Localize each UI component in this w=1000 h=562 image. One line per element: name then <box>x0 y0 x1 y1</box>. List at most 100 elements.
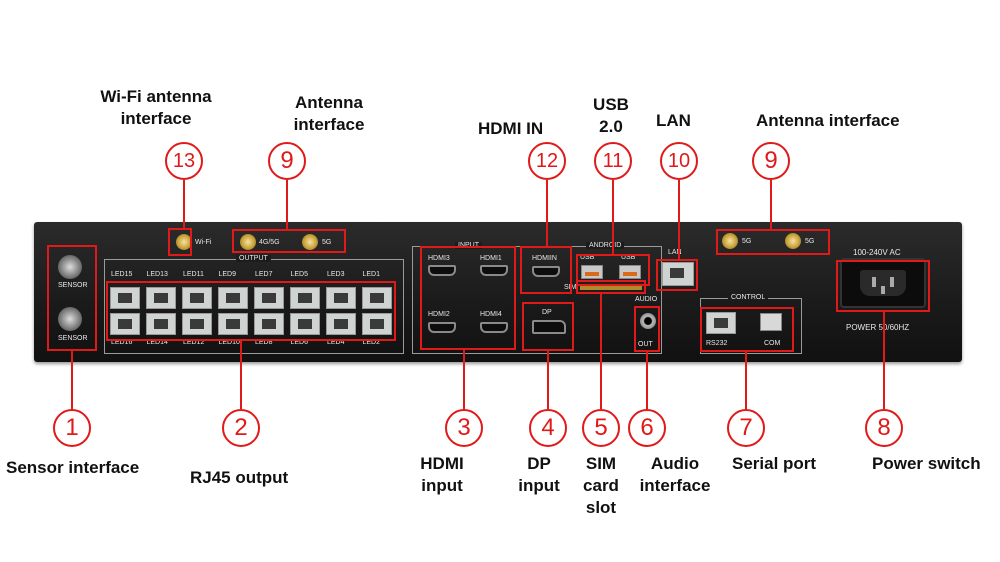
rj45-port-led14[interactable] <box>145 313 176 335</box>
antenna-5g-connector-right-b[interactable] <box>785 233 801 249</box>
leader-line-7 <box>745 352 747 409</box>
led-label-led7: LED7 <box>255 271 273 278</box>
sensor-port-1[interactable] <box>58 255 82 279</box>
callout-circle-3: 3 <box>445 409 483 447</box>
callout-circle-6: 6 <box>628 409 666 447</box>
rs232-port[interactable] <box>706 312 736 334</box>
rj45-port-led5[interactable] <box>289 287 320 309</box>
callout-circle-11: 11 <box>594 142 632 180</box>
rj45-port-led9[interactable] <box>217 287 248 309</box>
callout-label-2: RJ45 output <box>190 468 289 487</box>
rj45-port-led6[interactable] <box>289 313 320 335</box>
wifi-antenna-connector[interactable] <box>176 234 192 250</box>
callout-label-6: Audio interface <box>639 454 711 495</box>
led-label-led15: LED15 <box>111 271 133 278</box>
lan-port[interactable] <box>662 262 694 286</box>
antenna-left-highlight-box <box>232 229 346 253</box>
callout-circle-5: 5 <box>582 409 620 447</box>
output-label: OUTPUT <box>236 255 271 262</box>
dp-highlight-box <box>522 302 574 351</box>
led-label-led14: LED14 <box>146 339 168 346</box>
rj45-port-led15[interactable] <box>110 287 140 309</box>
hdmi3-port[interactable] <box>428 265 456 276</box>
audio-label: AUDIO <box>632 296 661 303</box>
rj45-port-led1[interactable] <box>361 287 392 309</box>
hdmi2-port[interactable] <box>428 322 456 333</box>
callout-label-1: Sensor interface <box>6 458 140 477</box>
com-usb-b-port[interactable] <box>760 313 782 331</box>
rj45-port-led7[interactable] <box>254 287 284 309</box>
leader-line-10 <box>678 180 680 259</box>
hdmiin-label: HDMIIN <box>532 255 557 262</box>
sensor-label-1: SENSOR <box>58 282 88 289</box>
callout-label-10: LAN <box>656 111 691 130</box>
usb-port-2[interactable] <box>619 265 641 279</box>
led-label-led2: LED2 <box>362 339 381 346</box>
rs232-label: RS232 <box>706 340 728 347</box>
audio-out-jack[interactable] <box>640 313 656 329</box>
callout-circle-4: 4 <box>529 409 567 447</box>
callout-circle-9-right: 9 <box>752 142 790 180</box>
usb-highlight-box <box>576 254 650 286</box>
rj45-port-led10[interactable] <box>217 313 248 335</box>
hdmiin-port[interactable] <box>532 266 560 277</box>
hdmi-input-highlight-box <box>420 246 516 350</box>
sim-card-slot[interactable] <box>580 286 642 290</box>
control-highlight-box <box>700 307 794 352</box>
antenna-5g-connector-left[interactable] <box>302 234 318 250</box>
leader-line-9-left <box>286 180 288 229</box>
leader-line-5 <box>600 294 602 409</box>
android-label: ANDROID <box>586 242 625 249</box>
lan-highlight-box <box>656 259 698 291</box>
antenna-4g5g-connector[interactable] <box>240 234 256 250</box>
antenna-5g-label-left: 5G <box>322 239 332 246</box>
led-label-led3: LED3 <box>327 271 345 278</box>
leader-line-13 <box>183 180 185 228</box>
usb-label-1: USB <box>580 254 595 261</box>
rj45-port-led16[interactable] <box>110 313 140 335</box>
hdmi4-port[interactable] <box>480 322 508 333</box>
led-label-led4: LED4 <box>327 339 345 346</box>
callout-circle-8: 8 <box>865 409 903 447</box>
hdmi1-label: HDMI1 <box>480 255 502 262</box>
hdmiin-highlight-box <box>520 246 572 294</box>
sensor-port-2[interactable] <box>58 307 82 331</box>
dp-port[interactable] <box>532 320 566 334</box>
antenna-5g-connector-right-a[interactable] <box>722 233 738 249</box>
leader-line-11 <box>612 180 614 254</box>
hdmi3-label: HDMI3 <box>428 255 450 262</box>
rj45-port-led2[interactable] <box>361 313 392 335</box>
callout-circle-1: 1 <box>53 409 91 447</box>
rj45-port-led12[interactable] <box>182 313 212 335</box>
rj45-port-led11[interactable] <box>182 287 212 309</box>
rj45-port-led3[interactable] <box>326 287 356 309</box>
leader-line-4 <box>547 351 549 409</box>
callout-circle-10: 10 <box>660 142 698 180</box>
callout-circle-13: 13 <box>165 142 203 180</box>
callout-label-12: HDMI IN <box>478 119 544 138</box>
callout-circle-2: 2 <box>222 409 260 447</box>
callout-label-4: DP input <box>518 454 560 495</box>
callout-label-8: Power switch <box>872 454 981 473</box>
antenna-4g5g-label: 4G/5G <box>259 239 280 246</box>
antenna-5g-label-right-a: 5G <box>742 238 752 245</box>
sensor-label-2: SENSOR <box>58 335 88 342</box>
leader-line-6 <box>646 352 648 409</box>
power-inlet[interactable] <box>840 258 926 308</box>
led-label-led10: LED10 <box>218 339 240 346</box>
hdmi2-label: HDMI2 <box>428 311 450 318</box>
led-label-led5: LED5 <box>290 271 309 278</box>
led-label-led12: LED12 <box>183 339 205 346</box>
callout-circle-12: 12 <box>528 142 566 180</box>
callout-label-13: Wi-Fi antenna interface <box>100 87 212 128</box>
rj45-port-led13[interactable] <box>145 287 176 309</box>
wifi-label: Wi-Fi <box>195 239 212 246</box>
hdmi1-port[interactable] <box>480 265 508 276</box>
callout-label-9-left: Antenna interface <box>293 93 365 134</box>
rj45-port-led8[interactable] <box>254 313 284 335</box>
callout-circle-9-left: 9 <box>268 142 306 180</box>
callout-circle-7: 7 <box>727 409 765 447</box>
usb-port-1[interactable] <box>581 265 603 279</box>
rj45-port-led4[interactable] <box>326 313 356 335</box>
leader-line-2 <box>240 341 242 409</box>
